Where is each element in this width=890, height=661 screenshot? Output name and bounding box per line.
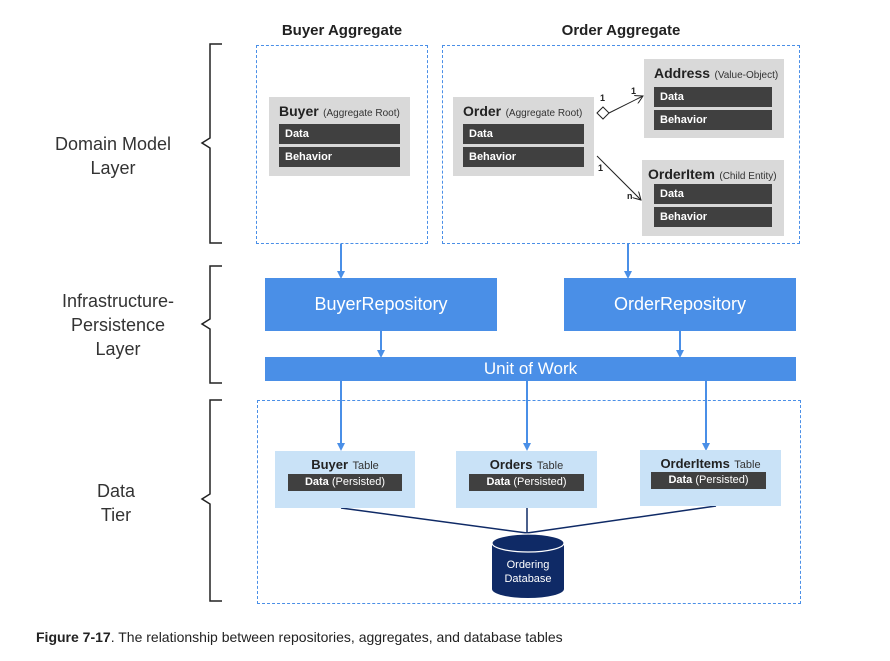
orderitem-behavior-bar: Behavior <box>654 207 772 227</box>
data-tier-label: Data Tier <box>56 479 176 527</box>
table-name: OrderItems <box>660 456 730 471</box>
database-cylinder-icon <box>491 533 565 598</box>
data-label: Data <box>304 476 329 488</box>
buyer-aggregate-boundary <box>256 45 428 244</box>
order-entity-title: Order (Aggregate Root) <box>463 103 582 121</box>
buyer-table: Buyer Table Data (Persisted) <box>275 451 415 508</box>
layer-label-line: Data <box>96 481 136 501</box>
figure-caption: Figure 7-17. The relationship between re… <box>36 629 563 645</box>
buyer-entity: Buyer (Aggregate Root) Data Behavior <box>269 97 410 176</box>
persisted-label: (Persisted) <box>695 474 749 486</box>
layer-label-line: Persistence <box>70 315 166 335</box>
unit-of-work-bar: Unit of Work <box>265 357 796 381</box>
entity-kind: (Value-Object) <box>714 70 779 81</box>
address-behavior-bar: Behavior <box>654 110 772 130</box>
table-suffix: Table <box>536 460 564 472</box>
database-label-line: Database <box>504 573 552 585</box>
buyer-entity-title: Buyer (Aggregate Root) <box>279 103 400 121</box>
infrastructure-persistence-layer-label: Infrastructure- Persistence Layer <box>38 289 198 361</box>
address-data-bar: Data <box>654 87 772 107</box>
layer-label-line: Layer <box>90 158 136 178</box>
orderitems-table-data-bar: Data (Persisted) <box>651 472 766 489</box>
table-name: Orders <box>489 457 533 472</box>
orderitem-entity-title: OrderItem (Child Entity) <box>648 166 777 184</box>
infrastructure-layer-brace <box>200 265 222 384</box>
data-label: Data <box>668 474 693 486</box>
table-suffix: Table <box>352 460 379 472</box>
address-value-object: Address (Value-Object) Data Behavior <box>644 59 784 138</box>
multiplicity-order-item-from: 1 <box>598 163 604 173</box>
order-address-association <box>596 96 643 120</box>
tables-to-database-connectors <box>340 505 717 534</box>
buyer-aggregate-title: Buyer Aggregate <box>281 22 403 39</box>
figure-caption-text: . The relationship between repositories,… <box>110 629 563 645</box>
order-behavior-bar: Behavior <box>463 147 584 167</box>
entity-kind: (Aggregate Root) <box>323 108 400 119</box>
domain-layer-brace <box>200 43 222 244</box>
order-entity: Order (Aggregate Root) Data Behavior <box>453 97 594 176</box>
database-label-line: Ordering <box>506 559 550 571</box>
order-orderitem-association <box>596 155 641 200</box>
table-name: Buyer <box>311 457 349 472</box>
layer-label-line: Tier <box>100 505 132 525</box>
entity-name: Address <box>654 65 711 81</box>
multiplicity-order-item-to: n <box>627 191 633 201</box>
order-aggregate-title: Order Aggregate <box>561 22 681 39</box>
orderitem-data-bar: Data <box>654 184 772 204</box>
domain-model-layer-label: Domain Model Layer <box>38 132 188 180</box>
order-data-bar: Data <box>463 124 584 144</box>
layer-label-line: Layer <box>95 339 141 359</box>
buyer-repository: BuyerRepository <box>265 278 497 331</box>
multiplicity-order-address-from: 1 <box>600 93 606 103</box>
data-tier-brace <box>200 399 222 602</box>
buyer-behavior-bar: Behavior <box>279 147 400 167</box>
orderitems-table-title: OrderItems Table <box>640 455 781 473</box>
persisted-label: (Persisted) <box>513 476 567 488</box>
address-entity-title: Address (Value-Object) <box>654 65 778 83</box>
buyer-table-title: Buyer Table <box>275 456 415 474</box>
orderitems-table: OrderItems Table Data (Persisted) <box>640 450 781 506</box>
buyer-table-data-bar: Data (Persisted) <box>288 474 402 491</box>
orders-table-data-bar: Data (Persisted) <box>469 474 584 491</box>
order-aggregate-boundary <box>442 45 800 244</box>
layer-label-line: Domain Model <box>54 134 172 154</box>
ordering-database-label: Ordering Database <box>492 558 564 586</box>
persisted-label: (Persisted) <box>331 476 386 488</box>
layer-label-line: Infrastructure- <box>61 291 175 311</box>
buyer-data-bar: Data <box>279 124 400 144</box>
entity-name: OrderItem <box>648 166 715 182</box>
order-repository: OrderRepository <box>564 278 796 331</box>
entity-kind: (Aggregate Root) <box>505 108 583 119</box>
orderitem-child-entity: OrderItem (Child Entity) Data Behavior <box>642 160 784 236</box>
orders-table: Orders Table Data (Persisted) <box>456 451 597 508</box>
entity-name: Buyer <box>279 103 319 119</box>
data-tier-boundary <box>257 400 801 604</box>
figure-caption-label: Figure 7-17 <box>36 629 111 645</box>
table-suffix: Table <box>734 459 761 471</box>
orders-table-title: Orders Table <box>456 456 597 474</box>
data-label: Data <box>486 476 511 488</box>
entity-kind: (Child Entity) <box>719 171 777 182</box>
multiplicity-order-address-to: 1 <box>631 86 637 96</box>
entity-name: Order <box>463 103 502 119</box>
